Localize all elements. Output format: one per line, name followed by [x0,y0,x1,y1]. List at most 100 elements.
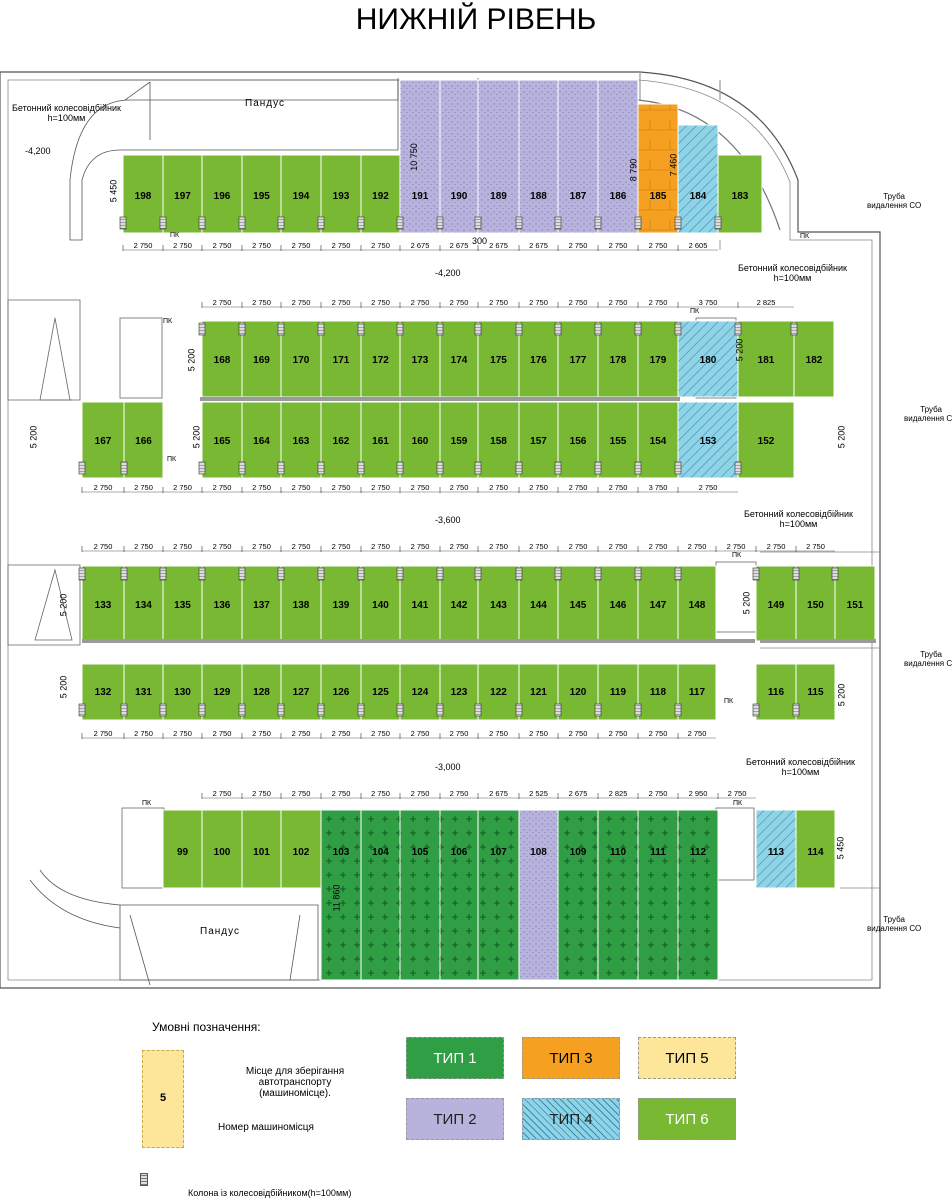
spot-number: 192 [372,191,389,202]
dim-label: 2 750 [411,542,430,551]
parking-spot: 100 [201,809,243,889]
column-bumper [238,216,246,230]
column-bumper [674,216,682,230]
dim-label: 2 750 [806,542,825,551]
spot-number: 128 [253,687,270,698]
pk-mark: ПК [800,233,810,240]
spot-area [360,565,401,642]
spot-area [241,565,282,642]
dim-label: 2 750 [213,789,232,798]
dim-label: 2 525 [529,789,548,798]
spot-number: 152 [758,436,775,447]
level-aisle-2: -3,600 [435,515,461,525]
spot-area [241,320,282,398]
legend-spot-text: Місце для зберігання автотранспорту(маши… [245,1066,345,1099]
dim-label: 2 750 [292,298,311,307]
parking-spot: 127 [277,663,322,721]
column-bumper [674,461,682,475]
spot-area [717,154,763,234]
parking-spot: 144 [515,565,559,642]
column-bumper [474,567,482,581]
spot-number: 188 [530,191,547,202]
column-bumper [674,703,682,717]
dim-label: 2 750 [371,789,390,798]
spot-number: 177 [570,355,587,366]
pk-mark: ПК [732,552,742,559]
parking-spot: 105 [399,809,441,981]
spot-area [280,809,322,889]
spot-area [795,809,836,889]
dim-label: 2 675 [529,241,548,250]
column-bumper [752,703,760,717]
spot-area [360,154,401,234]
parking-spot: 126 [317,663,362,721]
column-bumper [317,322,325,336]
parking-spot: 184 [674,124,719,234]
spot-number: 196 [214,191,231,202]
spot-area [241,663,282,721]
column-bumper [714,216,722,230]
dim-label: 2 750 [94,729,113,738]
spot-number: 123 [451,687,468,698]
spot-area [477,809,520,981]
dim-label: 2 750 [609,298,628,307]
spot-number: 99 [177,847,189,858]
column-bumper [78,703,86,717]
spot-number: 185 [650,191,667,202]
spot-number: 146 [610,600,627,611]
spot-area [737,320,795,398]
beam [82,639,755,643]
parking-spot: 159 [436,401,479,479]
spot-number: 166 [135,436,152,447]
column-bumper [554,703,562,717]
spot-area [320,663,362,721]
parking-spot: 116 [752,663,797,721]
parking-spot: 114 [795,809,836,889]
spot-number: 186 [610,191,627,202]
pk-mark: ПК [170,232,180,239]
column-bumper [120,703,128,717]
spot-number: 194 [293,191,310,202]
dim-label: 2 750 [688,542,707,551]
parking-spot: 120 [554,663,599,721]
dim-label: 2 750 [450,483,469,492]
dim-label: 2 750 [529,298,548,307]
spot-number: 126 [333,687,350,698]
spot-number: 162 [333,436,350,447]
spot-number: 154 [650,436,667,447]
column-bumper [238,322,246,336]
spot-area [320,565,362,642]
spot-area [793,320,835,398]
spot-number: 102 [293,847,310,858]
depth-dim: 10 750 [408,143,419,171]
side-ramp-2 [7,564,81,646]
spot-area [201,663,243,721]
parking-spot: 142 [436,565,479,642]
dim-label: 2 750 [609,241,628,250]
dim-label: 2 750 [489,542,508,551]
column-bumper [78,567,86,581]
parking-spot: 174 [436,320,479,398]
spot-number: 167 [95,436,112,447]
type-legend-item: ТИП 1 [406,1037,504,1079]
parking-spot: 180 [674,320,739,398]
parking-spot: 111 [637,809,679,981]
parking-spot: 137 [238,565,282,642]
column-bumper [277,461,285,475]
dim-label: 2 750 [371,483,390,492]
spot-area [123,565,164,642]
spot-area [755,809,797,889]
parking-spot: 186 [594,79,639,234]
dim-label: 2 750 [292,483,311,492]
spot-number: 139 [333,600,350,611]
parking-spot: 128 [238,663,282,721]
parking-spot: 179 [634,320,679,398]
parking-spot: 195 [238,154,282,234]
spot-number: 160 [412,436,429,447]
parking-spot: 168 [198,320,243,398]
depth-dim: 7 460 [668,153,679,177]
spot-area [360,809,401,981]
spot-area [320,154,362,234]
